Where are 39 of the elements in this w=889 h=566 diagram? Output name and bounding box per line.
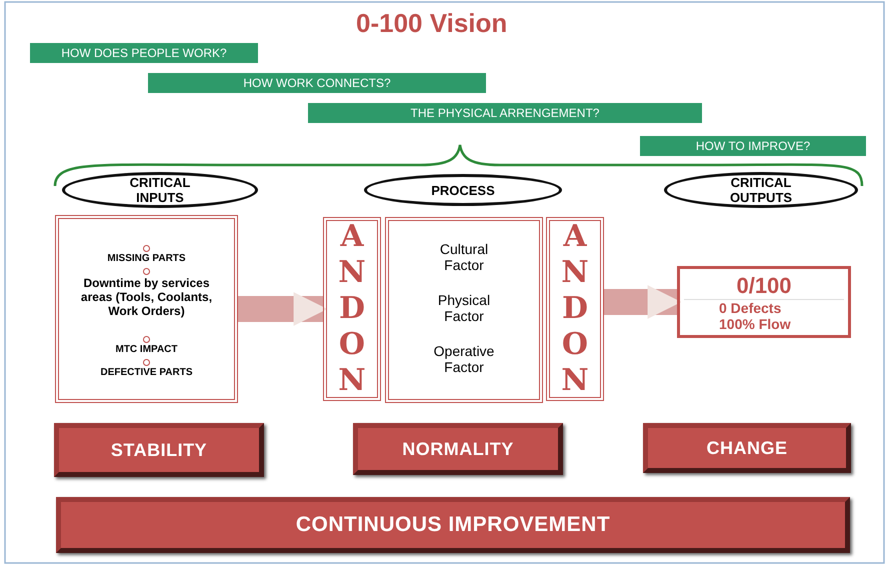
- factor-label: Operative Factor: [432, 343, 496, 376]
- question-text: HOW DOES PEOPLE WORK?: [61, 46, 227, 60]
- andon-panel: [546, 217, 604, 401]
- question-banner: [30, 43, 258, 63]
- outputs-panel: [677, 266, 851, 338]
- pillar-label: NORMALITY: [402, 438, 514, 460]
- score-value: 0/100: [684, 272, 844, 300]
- output-target: 0 Defects 100% Flow: [719, 300, 792, 332]
- question-banner: [308, 103, 702, 123]
- inputs-panel: [55, 215, 238, 403]
- input-item: DEFECTIVE PARTS: [99, 366, 194, 378]
- andon-panel: [323, 217, 381, 401]
- stage-label: CRITICAL INPUTS: [128, 175, 192, 205]
- title: 0-100 Vision: [356, 8, 508, 39]
- stage-label: CRITICAL OUTPUTS: [728, 175, 794, 205]
- pillar-block: [56, 497, 850, 553]
- block-arrow: [238, 292, 328, 326]
- factor-label: Cultural Factor: [438, 240, 490, 273]
- block-arrow: [604, 285, 682, 319]
- stage-ellipse: [664, 172, 858, 208]
- input-item: Downtime by services areas (Tools, Coolants, Work Orders): [80, 276, 214, 318]
- process-panel: [385, 217, 543, 403]
- question-text: THE PHYSICAL ARRENGEMENT?: [410, 106, 600, 120]
- pillar-label: STABILITY: [110, 440, 208, 460]
- question-text: HOW TO IMPROVE?: [696, 139, 810, 153]
- question-text: HOW WORK CONNECTS?: [243, 76, 391, 90]
- pillar-block: [643, 423, 851, 473]
- pillar-block: [353, 423, 563, 475]
- andon-letters: ANDON: [560, 219, 590, 399]
- pillar-label: CONTINUOUS IMPROVEMENT: [296, 513, 610, 537]
- input-item: MISSING PARTS: [106, 252, 187, 264]
- question-banner: [148, 73, 486, 93]
- question-banner: [640, 136, 866, 156]
- pillar-label: CHANGE: [706, 438, 788, 458]
- andon-letters: ANDON: [337, 219, 367, 399]
- input-item: MTC IMPACT: [114, 344, 179, 354]
- pillar-block: [54, 423, 264, 477]
- stage-label: PROCESS: [430, 182, 496, 198]
- factor-label: Physical Factor: [436, 292, 492, 324]
